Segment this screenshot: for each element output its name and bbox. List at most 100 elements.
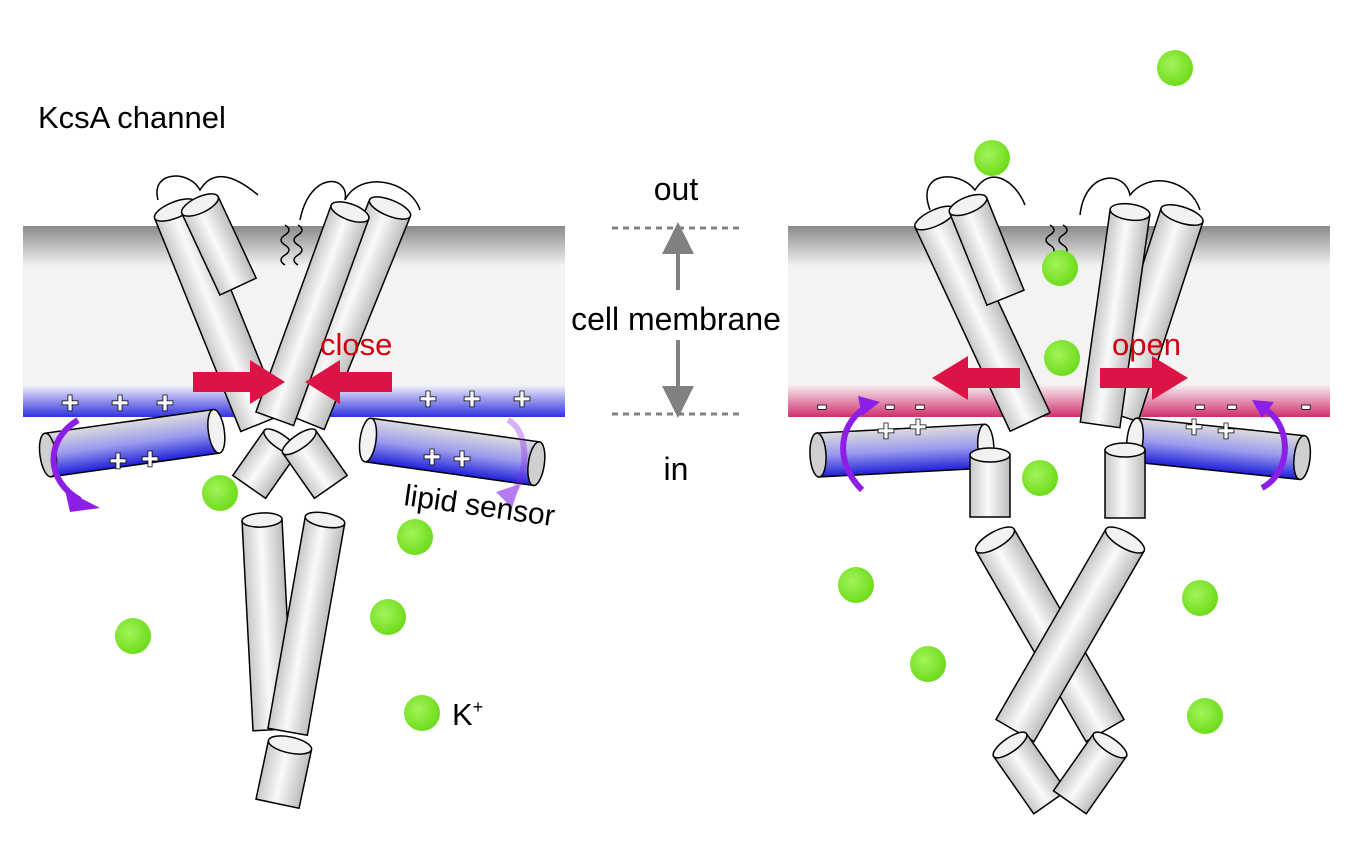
- potassium-ion: [910, 646, 946, 682]
- potassium-ion: [370, 599, 406, 635]
- right-extracellular-loop: [926, 176, 1026, 211]
- right-rotation-arrow-head: [496, 484, 520, 508]
- svg-text:+: +: [156, 387, 174, 420]
- svg-text:-: -: [1301, 389, 1311, 422]
- right-helix-outer-2: [948, 193, 1025, 307]
- potassium-ion-label: K+: [452, 697, 483, 732]
- negative-charge: -: [1300, 388, 1312, 423]
- potassium-ion: [838, 567, 874, 603]
- left-rotation-arrow-head: [65, 490, 100, 512]
- open-arrow-right: [1100, 356, 1188, 400]
- left-extracellular-loop: [156, 175, 259, 201]
- potassium-ion-charge: +: [473, 697, 484, 717]
- svg-text:+: +: [419, 383, 437, 416]
- svg-text:+: +: [109, 445, 127, 478]
- svg-text:+: +: [1217, 415, 1235, 448]
- svg-text:+: +: [141, 443, 159, 476]
- right-lipid-sensor-helix-2: [1125, 417, 1312, 481]
- positive-charge: +: [462, 382, 481, 417]
- positive-charge: +: [1216, 414, 1235, 449]
- positive-charge: +: [422, 440, 441, 475]
- positive-charge: +: [108, 444, 127, 479]
- right-panel-rotation-arrow-right-head: [1252, 400, 1274, 418]
- svg-text:+: +: [463, 383, 481, 416]
- positive-charge: +: [140, 442, 159, 477]
- right-helix-inner-2: [1079, 202, 1151, 429]
- potassium-ion: [1187, 698, 1223, 734]
- svg-text:-: -: [1195, 389, 1205, 422]
- right-cyto-helix-2: [994, 526, 1146, 743]
- potassium-ion: [1044, 340, 1080, 376]
- right-extracellular-loop-2: [1079, 177, 1201, 216]
- close-arrow-left: [305, 360, 392, 404]
- svg-text:+: +: [877, 415, 895, 448]
- right-panel-rotation-arrow-right: [1260, 405, 1288, 491]
- svg-text:+: +: [111, 387, 129, 420]
- svg-text:+: +: [453, 443, 471, 476]
- svg-text:-: -: [915, 389, 925, 422]
- potassium-ion: [1182, 580, 1218, 616]
- svg-text:+: +: [909, 411, 927, 444]
- svg-text:+: +: [1185, 411, 1203, 444]
- out-label: out: [654, 171, 699, 207]
- close-label: close: [320, 327, 392, 362]
- potassium-ion: [974, 140, 1010, 176]
- negative-charge: -: [1226, 388, 1238, 423]
- open-label: open: [1112, 327, 1181, 362]
- positive-charge: +: [1184, 410, 1203, 445]
- left-selectivity-filter: [280, 224, 303, 266]
- right-panel-rotation-arrow-left-head: [858, 396, 880, 416]
- left-helix-outer-2: [180, 193, 258, 297]
- right-gate-helix-1: [969, 447, 1011, 518]
- positive-charge: +: [908, 410, 927, 445]
- potassium-ion: [397, 519, 433, 555]
- svg-text:+: +: [513, 383, 531, 416]
- left-lipid-sensor-helix-1: [38, 408, 226, 478]
- negative-charge: -: [816, 388, 828, 423]
- right-membrane-negative-layer: [788, 385, 1330, 417]
- left-panel: [23, 175, 565, 810]
- positive-charge: +: [155, 386, 174, 421]
- svg-text:-: -: [817, 389, 827, 422]
- potassium-ion-symbol: K: [452, 697, 473, 732]
- potassium-ion: [1042, 250, 1078, 286]
- charge-markers: ++++++++++------++++: [60, 382, 1312, 479]
- potassium-ion: [202, 475, 238, 511]
- svg-text:-: -: [1227, 389, 1237, 422]
- close-arrow-right: [193, 360, 285, 404]
- left-helix-inner-2: [255, 201, 370, 427]
- left-cyto-helix-3: [255, 735, 313, 810]
- right-cyto-helix-4: [1052, 731, 1128, 815]
- svg-text:+: +: [61, 387, 79, 420]
- left-helix-outer-3: [282, 196, 412, 431]
- negative-charge: -: [1194, 388, 1206, 423]
- potassium-ion: [115, 618, 151, 654]
- negative-charge: -: [884, 388, 896, 423]
- potassium-ion: [1157, 50, 1193, 86]
- positive-charge: +: [452, 442, 471, 477]
- left-cyto-helix-2: [267, 511, 346, 737]
- positive-charge: +: [110, 386, 129, 421]
- positive-charge: +: [512, 382, 531, 417]
- svg-text:+: +: [423, 441, 441, 474]
- positive-charge: +: [60, 386, 79, 421]
- right-cyto-helix-3: [992, 731, 1068, 815]
- positive-charge: +: [418, 382, 437, 417]
- open-arrow-left: [932, 356, 1020, 400]
- in-label: in: [664, 451, 689, 487]
- negative-charge: -: [914, 388, 926, 423]
- potassium-ion: [1022, 460, 1058, 496]
- right-lipid-sensor-helix-1: [809, 423, 995, 478]
- left-gate-helix-2: [281, 428, 349, 500]
- positive-charge: +: [876, 414, 895, 449]
- potassium-ions: [115, 50, 1223, 734]
- svg-text:-: -: [885, 389, 895, 422]
- right-gate-helix-2: [1104, 442, 1146, 519]
- left-lipid-sensor-helix-2: [358, 417, 546, 487]
- cell-membrane-label: cell membrane: [571, 301, 781, 337]
- potassium-ion: [404, 695, 440, 731]
- page-title: KcsA channel: [38, 100, 226, 135]
- left-extracellular-loop-2: [299, 180, 421, 221]
